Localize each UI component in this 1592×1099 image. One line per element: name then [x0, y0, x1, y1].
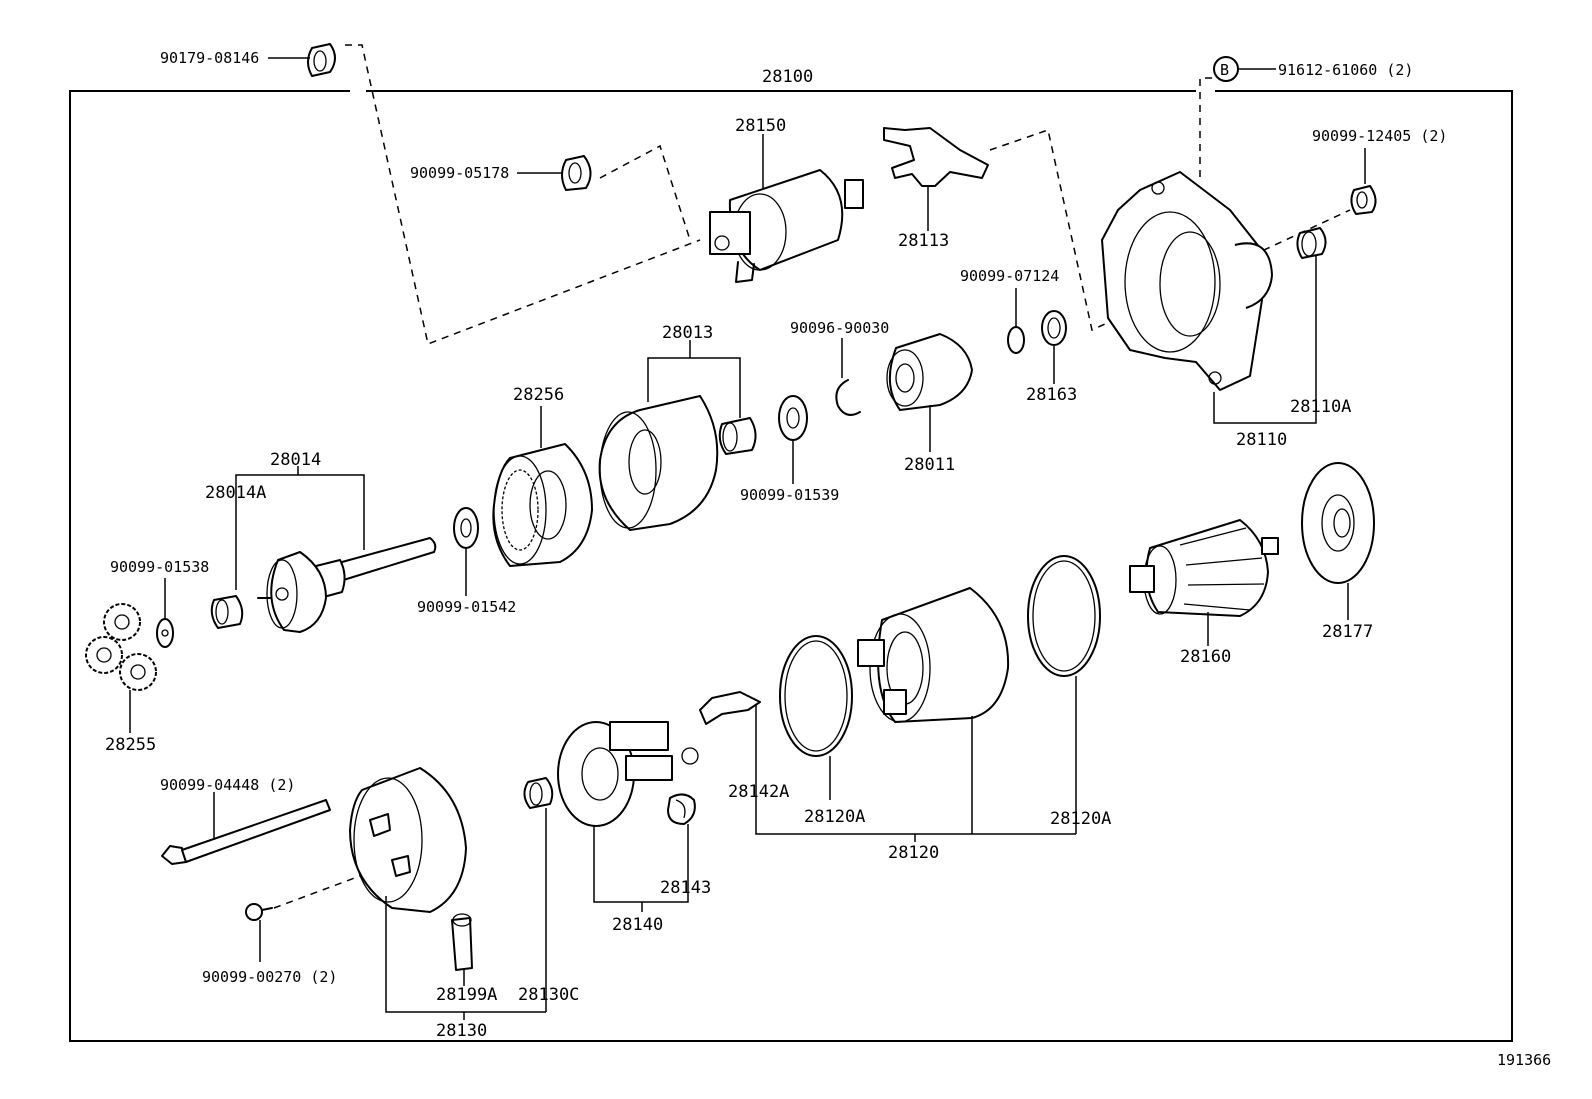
label-28100: 28100: [762, 67, 813, 87]
label-28199A: 28199A: [436, 985, 497, 1005]
label-28177: 28177: [1322, 622, 1373, 642]
label-90179-08146: 90179-08146: [160, 49, 259, 67]
shaft-28014: [257, 537, 437, 633]
label-28120A-left: 28120A: [804, 807, 865, 827]
nut-90099-12405: [1350, 185, 1377, 215]
label-28110A: 28110A: [1290, 397, 1351, 417]
label-90099-01538: 90099-01538: [110, 558, 209, 576]
bolt-90099-04448: [161, 799, 331, 865]
label-28143: 28143: [660, 878, 711, 898]
label-28014: 28014: [270, 450, 321, 470]
label-28113: 28113: [898, 231, 949, 251]
label-90099-04448: 90099-04448 (2): [160, 776, 295, 794]
clip-28142A: [699, 691, 761, 725]
brush-holder-28140: [557, 721, 699, 827]
label-90096-90030: 90096-90030: [790, 319, 889, 337]
callout-b: B: [1220, 61, 1229, 79]
bracket-28130: [385, 896, 546, 1013]
label-90099-07124: 90099-07124: [960, 267, 1059, 285]
label-91612-61060: 91612-61060 (2): [1278, 61, 1413, 79]
label-28130: 28130: [436, 1021, 487, 1041]
label-28163: 28163: [1026, 385, 1077, 405]
label-28255: 28255: [105, 735, 156, 755]
washer-90099-01539: [778, 395, 808, 441]
clip-90096-90030: [835, 379, 861, 416]
label-28120A-right: 28120A: [1050, 809, 1111, 829]
armature-28160: [1129, 519, 1279, 617]
label-28150: 28150: [735, 116, 786, 136]
bushing-28130C: [523, 777, 554, 809]
bushing-28110A: [1296, 227, 1327, 259]
nut-90179-08146: [307, 43, 336, 77]
label-28110: 28110: [1236, 430, 1287, 450]
collar-28163: [1041, 310, 1067, 346]
dash-solenoid-nut: [345, 44, 701, 346]
label-90099-01542: 90099-01542: [417, 598, 516, 616]
washer-90099-01538: [156, 618, 174, 648]
label-28120: 28120: [888, 843, 939, 863]
bushing-28013: [718, 417, 757, 455]
oring-28120A-right: [1027, 555, 1101, 677]
plate-28177: [1301, 462, 1375, 584]
label-90099-01539: 90099-01539: [740, 486, 839, 504]
label-28142A: 28142A: [728, 782, 789, 802]
screw-90099-00270: [245, 903, 273, 921]
dash-callout-b: [1199, 77, 1212, 178]
bushing-28014A: [210, 595, 244, 629]
housing-28110: [1101, 171, 1273, 391]
label-90099-12405: 90099-12405 (2): [1312, 127, 1447, 145]
clutch-28011: [886, 333, 973, 411]
bracket-28014: [235, 474, 365, 590]
solenoid-28150: [709, 169, 864, 283]
spring-28143: [667, 793, 696, 825]
dash-05178: [599, 144, 691, 241]
bracket-28013: [647, 357, 741, 418]
label-28013: 28013: [662, 323, 713, 343]
washer-90099-01542: [453, 507, 479, 549]
label-90099-05178: 90099-05178: [410, 164, 509, 182]
housing-28013: [598, 395, 719, 531]
label-28256: 28256: [513, 385, 564, 405]
dash-screw: [273, 875, 361, 909]
oring-28120A-left: [779, 635, 853, 757]
diagram-id: 191366: [1497, 1051, 1551, 1069]
label-28014A: 28014A: [205, 483, 266, 503]
bracket-28140: [593, 824, 689, 903]
ring-90099-07124: [1007, 326, 1025, 354]
bracket-28120: [755, 702, 1076, 835]
label-28130C: 28130C: [518, 985, 579, 1005]
gear-28256: [492, 443, 593, 567]
bracket-28110: [1213, 252, 1317, 424]
gears-28255: [85, 603, 157, 691]
assembly-frame: [69, 90, 1513, 1042]
nut-90099-05178: [561, 155, 592, 191]
end-frame-28130: [349, 767, 467, 913]
lever-28113: [883, 127, 989, 187]
label-28011: 28011: [904, 455, 955, 475]
label-28160: 28160: [1180, 647, 1231, 667]
yoke-28120: [857, 587, 1010, 723]
plug-28199A: [451, 913, 473, 971]
label-28140: 28140: [612, 915, 663, 935]
label-90099-00270: 90099-00270 (2): [202, 968, 337, 986]
